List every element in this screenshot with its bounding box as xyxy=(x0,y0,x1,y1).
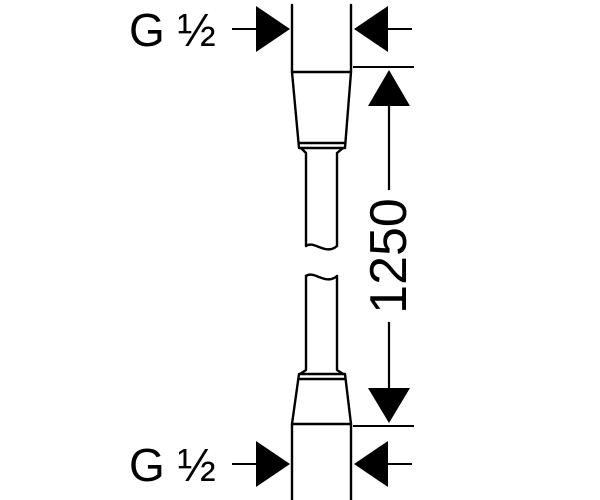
hose-upper-section xyxy=(299,146,345,248)
bottom-connector xyxy=(290,422,353,500)
bottom-fitting xyxy=(290,372,353,426)
arrow-up-icon xyxy=(368,70,410,106)
length-value: 1250 xyxy=(360,198,418,314)
arrow-down-icon xyxy=(368,388,410,423)
length-dimension: 1250 xyxy=(360,70,418,423)
arrow-left-icon xyxy=(354,6,388,52)
bottom-thread-dimension xyxy=(232,441,412,487)
top-fitting xyxy=(290,70,353,150)
break-mark-upper xyxy=(304,243,339,251)
arrow-left-icon xyxy=(354,441,388,487)
thread-label-bottom: G ½ xyxy=(129,439,216,491)
thread-label-top: G ½ xyxy=(129,4,216,56)
hose-outline xyxy=(290,3,353,500)
break-mark-lower xyxy=(304,273,339,281)
extension-lines xyxy=(353,66,414,427)
hose-lower-section xyxy=(298,274,345,376)
arrow-right-icon xyxy=(256,441,290,487)
arrow-right-icon xyxy=(256,6,290,52)
top-connector xyxy=(290,3,353,74)
top-thread-dimension xyxy=(232,6,412,52)
